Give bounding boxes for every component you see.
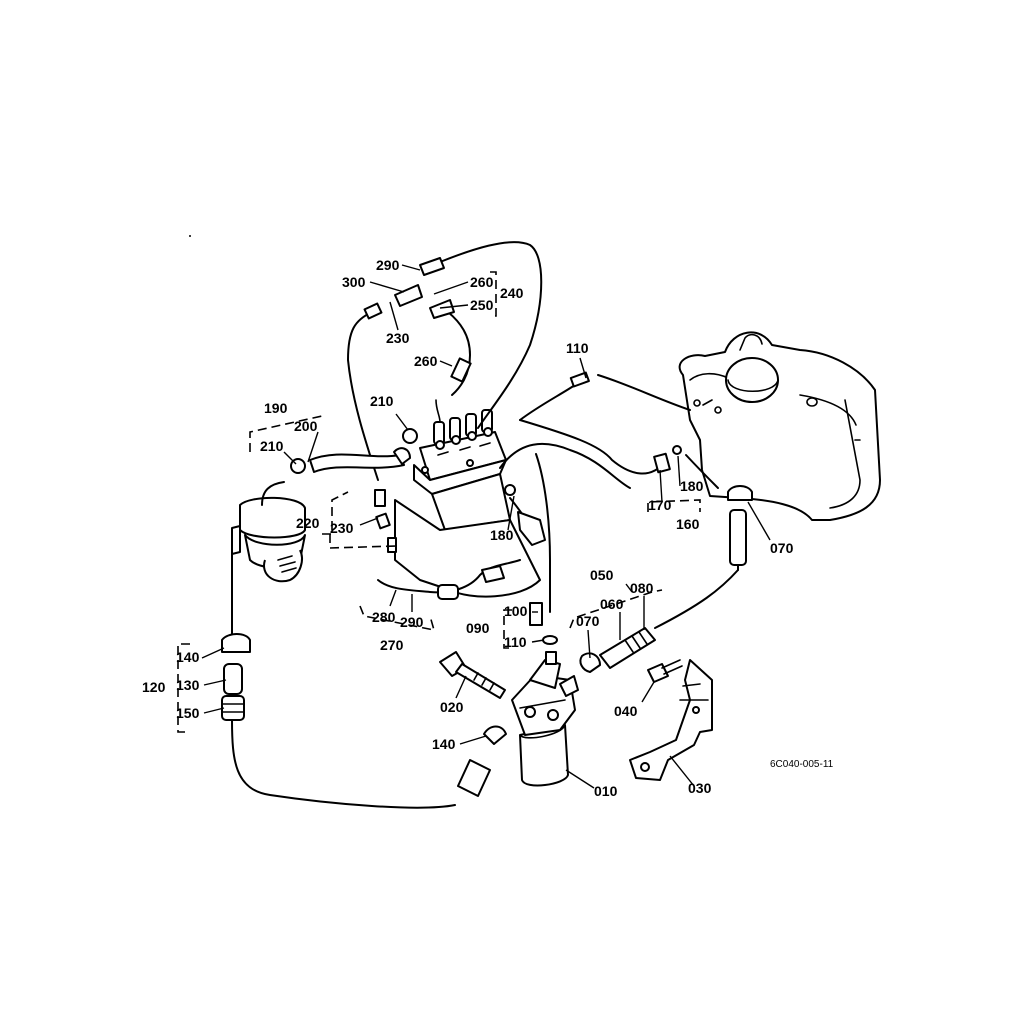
label-260-top: 260 [470, 274, 494, 290]
label-010: 010 [594, 783, 618, 799]
label-220: 220 [296, 515, 320, 531]
label-210-right: 210 [370, 393, 394, 409]
label-090: 090 [466, 620, 490, 636]
label-050: 050 [590, 567, 614, 583]
hose-clamps-and-fittings [221, 257, 753, 797]
label-200: 200 [294, 418, 318, 434]
label-120: 120 [142, 679, 166, 695]
label-290-top: 290 [376, 257, 400, 273]
label-240: 240 [500, 285, 524, 301]
label-190: 190 [264, 400, 288, 416]
label-180-center: 180 [490, 527, 514, 543]
label-160: 160 [676, 516, 700, 532]
fuel-filter [511, 651, 579, 787]
label-080: 080 [630, 580, 654, 596]
label-300: 300 [342, 274, 366, 290]
label-250: 250 [470, 297, 494, 313]
label-180-right: 180 [680, 478, 704, 494]
label-030: 030 [688, 780, 712, 796]
label-130: 130 [176, 677, 200, 693]
label-170: 170 [648, 497, 672, 513]
label-100: 100 [504, 603, 528, 619]
injection-pump [394, 399, 541, 598]
label-140-filter: 140 [432, 736, 456, 752]
leader-lines [201, 264, 771, 789]
label-040: 040 [614, 703, 638, 719]
label-110-top: 110 [566, 340, 589, 356]
label-150: 150 [176, 705, 200, 721]
label-280: 280 [372, 609, 396, 625]
label-260-mid: 260 [414, 353, 438, 369]
label-140-left: 140 [176, 649, 200, 665]
fuel-tank [678, 331, 881, 521]
label-230-top: 230 [386, 330, 410, 346]
stray-dot [189, 235, 191, 237]
part-labels: 290 300 260 250 240 230 260 110 190 210 … [142, 257, 834, 799]
label-060: 060 [600, 596, 624, 612]
label-270: 270 [380, 637, 404, 653]
label-290-bottom: 290 [400, 614, 424, 630]
label-020: 020 [440, 699, 464, 715]
label-070-filter: 070 [576, 613, 600, 629]
label-070-tank: 070 [770, 540, 794, 556]
feed-pump [231, 481, 306, 583]
drawing-code: 6C040-005-11 [770, 759, 834, 770]
label-210-left: 210 [260, 438, 284, 454]
label-230-mid: 230 [330, 520, 354, 536]
group-brackets [177, 271, 701, 733]
filter-bracket [629, 659, 713, 781]
label-110-filter: 110 [504, 634, 527, 650]
